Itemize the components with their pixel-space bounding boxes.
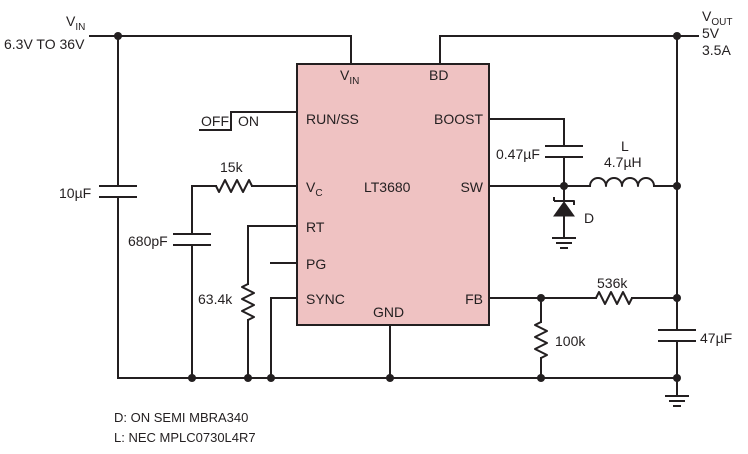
ic-pin-labels: VIN BD RUN/SS BOOST VC LT3680 SW RT PG S… [306, 67, 484, 320]
input-capacitor-label: 10µF [59, 185, 91, 201]
run-switch-icon [199, 111, 298, 131]
ground-rail [117, 374, 681, 382]
diode-label: D [584, 210, 594, 226]
diode-note: D: ON SEMI MBRA340 [114, 410, 248, 425]
pin-gnd: GND [373, 304, 404, 320]
ic-body [296, 63, 490, 326]
pin-boost: BOOST [434, 111, 483, 127]
pin-vin: VIN [340, 67, 359, 87]
boost-capacitor [488, 118, 583, 187]
pin-sw: SW [460, 179, 483, 195]
vin-rail [89, 32, 352, 65]
rt-network [241, 225, 298, 379]
vc-capacitor-label: 680pF [128, 233, 168, 249]
sw-node [488, 182, 591, 190]
switch-off-label: OFF [201, 113, 229, 129]
fb-top-resistor-label: 536k [597, 275, 628, 291]
pin-run-ss: RUN/SS [306, 111, 359, 127]
switch-on-label: ON [238, 113, 259, 129]
vin-label: VIN [66, 13, 85, 33]
output-capacitor-label: 47µF [700, 330, 732, 346]
pin-rt: RT [306, 219, 325, 235]
vout-label: VOUT [702, 8, 732, 28]
vout-voltage: 5V [702, 25, 720, 41]
feedback-network [488, 291, 678, 379]
inductor-value: 4.7µH [604, 154, 642, 170]
pin-fb: FB [465, 291, 483, 307]
output-capacitor [658, 329, 696, 379]
inductor-icon [589, 177, 678, 187]
vin-range: 6.3V TO 36V [4, 36, 85, 52]
schottky-diode-icon [552, 185, 576, 249]
inductor-name: L [621, 138, 629, 154]
fb-bottom-resistor-label: 100k [555, 333, 586, 349]
pin-bd: BD [429, 67, 448, 83]
pin-sync: SYNC [306, 291, 345, 307]
input-capacitor [99, 35, 137, 379]
boost-capacitor-label: 0.47µF [496, 146, 540, 162]
vc-resistor-label: 15k [220, 159, 244, 175]
vc-network [173, 179, 298, 379]
pin-vc: VC [306, 179, 323, 199]
inductor-note: L: NEC MPLC0730L4R7 [114, 430, 256, 445]
rt-resistor-label: 63.4k [198, 291, 233, 307]
ground-symbol-icon [665, 377, 689, 407]
sync-wire [270, 297, 298, 379]
vout-current: 3.5A [702, 42, 731, 58]
pin-pg: PG [306, 256, 326, 272]
chip-name: LT3680 [364, 179, 411, 195]
